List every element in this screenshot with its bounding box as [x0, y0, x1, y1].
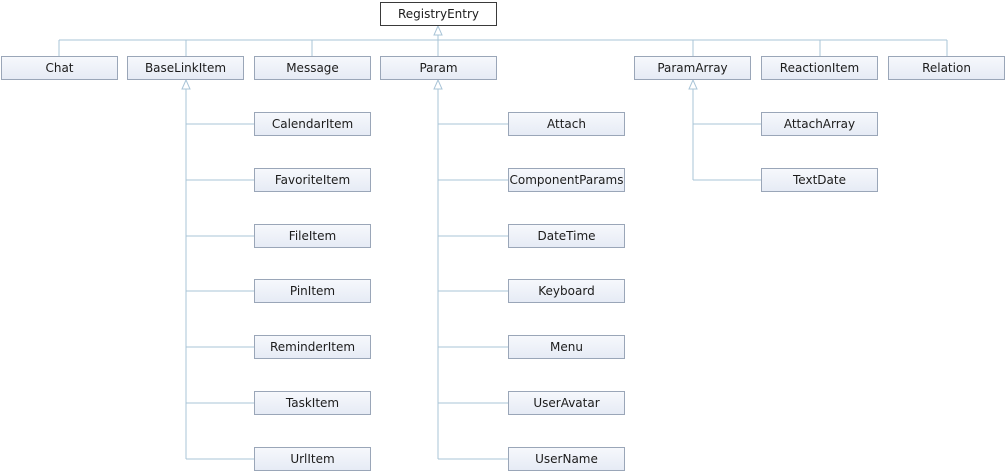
node-chat[interactable]: Chat: [1, 56, 118, 80]
node-keyboard[interactable]: Keyboard: [508, 279, 625, 303]
node-menu[interactable]: Menu: [508, 335, 625, 359]
node-attacharray[interactable]: AttachArray: [761, 112, 878, 136]
node-baselinkitem[interactable]: BaseLinkItem: [127, 56, 244, 80]
node-useravatar[interactable]: UserAvatar: [508, 391, 625, 415]
node-datetime[interactable]: DateTime: [508, 224, 625, 248]
node-pinitem[interactable]: PinItem: [254, 279, 371, 303]
node-calendaritem[interactable]: CalendarItem: [254, 112, 371, 136]
node-fileitem[interactable]: FileItem: [254, 224, 371, 248]
node-attach[interactable]: Attach: [508, 112, 625, 136]
node-urlitem[interactable]: UrlItem: [254, 447, 371, 471]
node-message[interactable]: Message: [254, 56, 371, 80]
node-taskitem[interactable]: TaskItem: [254, 391, 371, 415]
node-textdate[interactable]: TextDate: [761, 168, 878, 192]
node-componentparams[interactable]: ComponentParams: [508, 168, 625, 192]
node-reactionitem[interactable]: ReactionItem: [761, 56, 878, 80]
node-param[interactable]: Param: [380, 56, 497, 80]
node-relation[interactable]: Relation: [888, 56, 1005, 80]
node-paramarray[interactable]: ParamArray: [634, 56, 751, 80]
node-reminderitem[interactable]: ReminderItem: [254, 335, 371, 359]
node-favoriteitem[interactable]: FavoriteItem: [254, 168, 371, 192]
node-username[interactable]: UserName: [508, 447, 625, 471]
node-registryentry[interactable]: RegistryEntry: [380, 2, 497, 26]
